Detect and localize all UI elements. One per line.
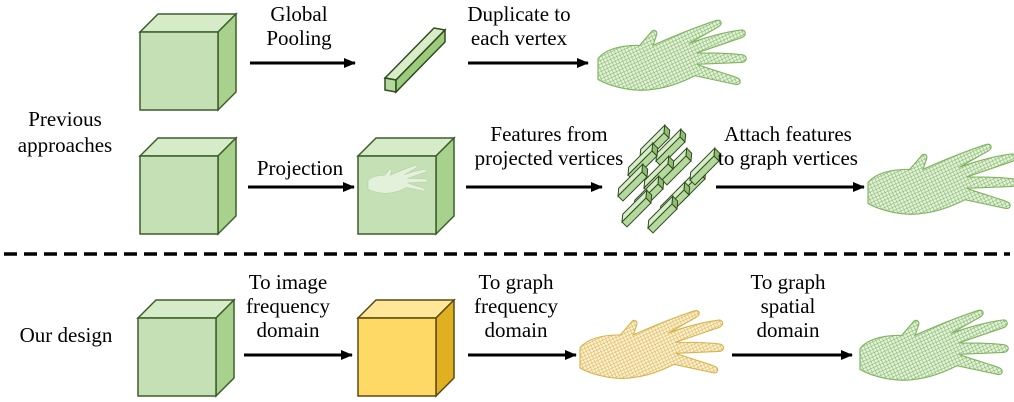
hand-mesh-row1 [597,19,747,91]
label-global-pooling: Global Pooling [266,2,332,50]
cube-ours [136,298,236,398]
hand-mesh-spatial [859,309,1009,381]
label-attach-features: Attach features to graph vertices [718,122,858,170]
cube-row1 [138,12,238,112]
cube-row2 [138,136,238,236]
pooled-feature-vector [383,27,447,94]
label-features-from: Features from projected vertices [474,122,624,170]
cube-projected [356,136,456,236]
row-label-ours: Our design [19,323,113,347]
label-projection: Projection [256,156,344,180]
label-duplicate: Duplicate to each vertex [467,2,571,50]
hand-mesh-row2 [867,143,1014,215]
label-to-image-frequency: To image frequency domain [246,270,330,342]
label-to-graph-spatial: To graph spatial domain [750,270,826,342]
cube-frequency [356,298,456,398]
label-to-graph-frequency: To graph frequency domain [474,270,558,342]
hand-mesh-frequency [579,310,725,379]
row-label-previous: Previous approaches [17,107,113,157]
